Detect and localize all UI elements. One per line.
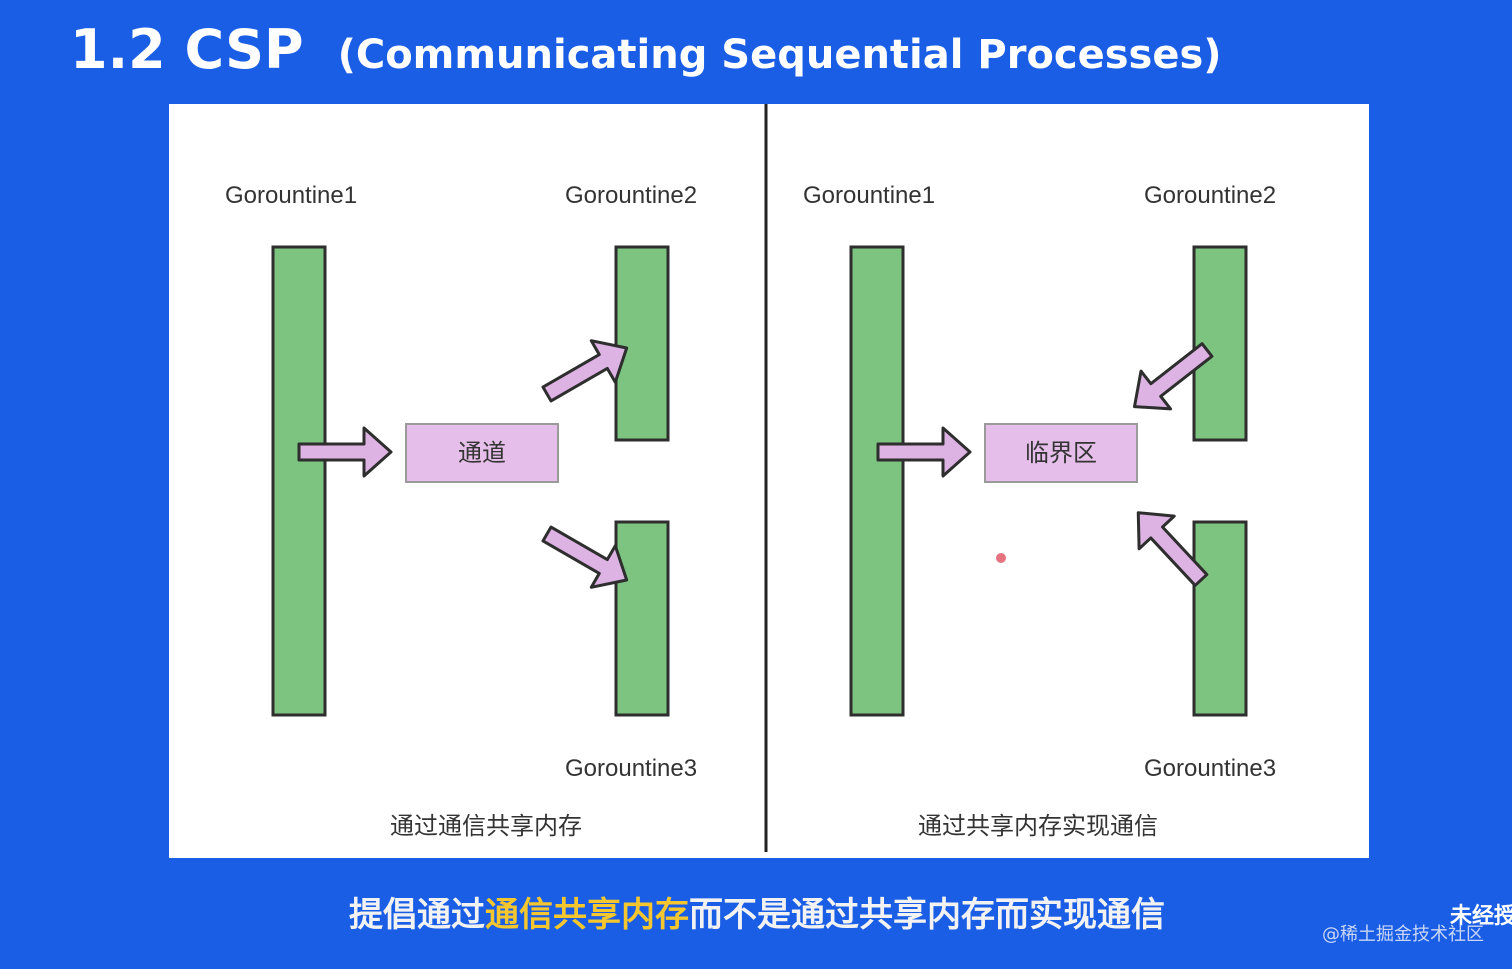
subtitle-highlight: 通信共享内存: [485, 895, 689, 935]
right-goroutine1-bar: [849, 245, 905, 717]
diagram-panel: Gorountine1 Gorountine2 Gorountine3 通道 通…: [169, 104, 1369, 858]
corner-mark: 未经授: [1450, 904, 1512, 929]
watermark: @稀土掘金技术社区: [1322, 924, 1484, 945]
right-critical-section-box: [984, 423, 1138, 483]
left-goroutine3-bar: [614, 520, 670, 717]
video-subtitle: 提倡通过通信共享内存而不是通过共享内存而实现通信: [349, 887, 1165, 936]
title-main: 1.2 CSP: [70, 18, 304, 81]
left-goroutine2-label: Gorountine2: [565, 182, 698, 209]
left-goroutine1-bar: [271, 245, 327, 717]
subtitle-suffix: 而不是通过共享内存而实现通信: [689, 895, 1165, 935]
left-arrow-to-box: [297, 426, 393, 478]
left-arrow-to-goroutine2: [541, 339, 629, 403]
right-goroutine2-label: Gorountine2: [1144, 182, 1277, 209]
right-arrow-to-box: [876, 426, 972, 478]
left-goroutine2-bar: [614, 245, 670, 442]
left-goroutine3-label: Gorountine3: [565, 755, 698, 782]
left-arrow-to-goroutine3: [541, 525, 629, 589]
left-channel-box: [405, 423, 559, 483]
subtitle-prefix: 提倡通过: [349, 895, 485, 935]
right-arrow-from-goroutine2: [1133, 342, 1214, 411]
right-caption: 通过共享内存实现通信: [918, 812, 1158, 840]
right-arrow-from-goroutine3: [1136, 511, 1209, 587]
pointer-dot: [996, 553, 1006, 563]
right-goroutine1-label: Gorountine1: [803, 182, 936, 209]
slide-title: 1.2 CSP (Communicating Sequential Process…: [70, 18, 1222, 81]
left-channel-label: 通道: [458, 439, 506, 467]
title-subtitle: (Communicating Sequential Processes): [337, 32, 1222, 78]
left-caption: 通过通信共享内存: [390, 812, 582, 840]
right-goroutine3-label: Gorountine3: [1144, 755, 1277, 782]
diagram-canvas: [271, 104, 1248, 852]
left-goroutine1-label: Gorountine1: [225, 182, 358, 209]
right-critical-section-label: 临界区: [1025, 439, 1097, 467]
right-goroutine3-bar: [1192, 520, 1248, 717]
